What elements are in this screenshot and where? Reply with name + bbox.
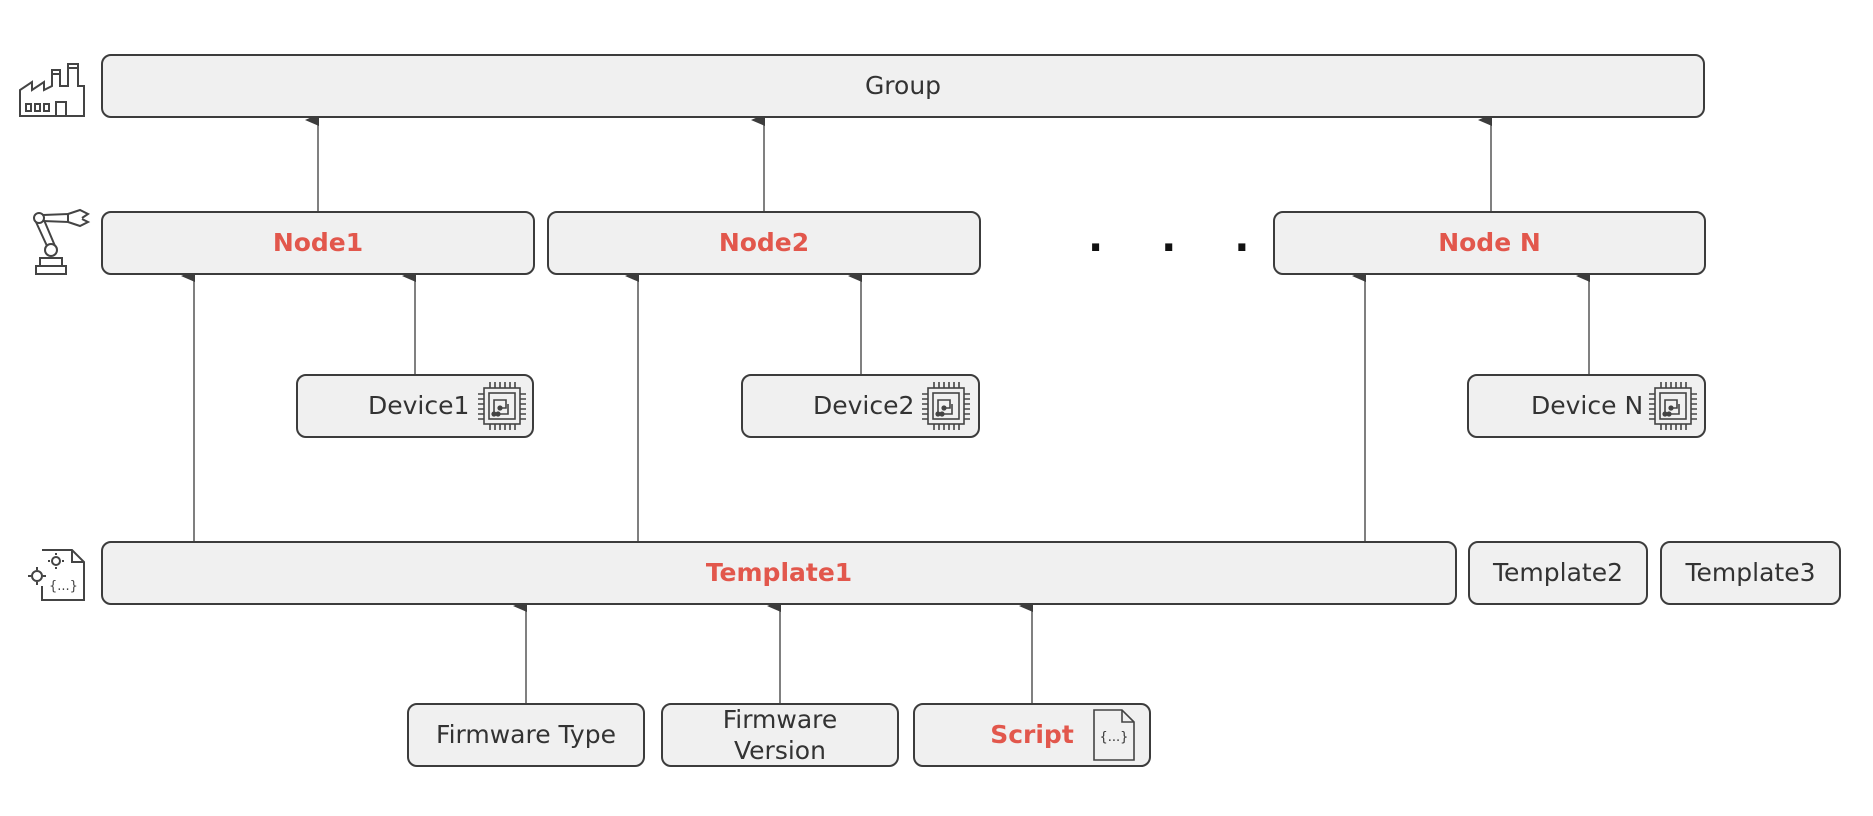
- node2-label: Node2: [718, 228, 810, 258]
- nodes-ellipsis: . . .: [1088, 215, 1272, 261]
- device2-box: Device2: [741, 374, 980, 438]
- robot-arm-icon: [33, 208, 91, 275]
- deviceN-label: Device N: [1531, 391, 1644, 421]
- device1-label: Device1: [368, 391, 470, 421]
- group-box: Group: [101, 54, 1705, 118]
- svg-text:{...}: {...}: [49, 579, 78, 594]
- script-box: Script: [913, 703, 1151, 767]
- nodeN-label: Node N: [1438, 228, 1541, 258]
- chip-icon: [478, 382, 526, 430]
- chip-icon: [1649, 382, 1697, 430]
- template3-box: Template3: [1660, 541, 1841, 605]
- node1-box: Node1: [101, 211, 535, 275]
- nodeN-box: Node N: [1273, 211, 1706, 275]
- config-file-icon: {...}: [28, 549, 85, 601]
- template1-box: Template1: [101, 541, 1457, 605]
- code-file-icon-text: {...}: [1099, 730, 1129, 745]
- device2-label: Device2: [813, 391, 915, 421]
- template1-label: Template1: [705, 558, 853, 588]
- code-file-icon: {...}: [1092, 708, 1136, 762]
- firmware-type-label: Firmware Type: [436, 720, 616, 750]
- template2-label: Template2: [1493, 558, 1623, 588]
- chip-icon: [922, 382, 970, 430]
- template3-label: Template3: [1685, 558, 1816, 588]
- template2-box: Template2: [1468, 541, 1648, 605]
- firmware-version-label: Firmware Version: [722, 704, 838, 765]
- group-label: Group: [864, 71, 942, 101]
- script-label: Script: [990, 720, 1074, 750]
- node2-box: Node2: [547, 211, 981, 275]
- firmware-version-box: Firmware Version: [661, 703, 899, 767]
- factory-icon: [19, 63, 85, 117]
- firmware-type-box: Firmware Type: [407, 703, 645, 767]
- node1-label: Node1: [272, 228, 364, 258]
